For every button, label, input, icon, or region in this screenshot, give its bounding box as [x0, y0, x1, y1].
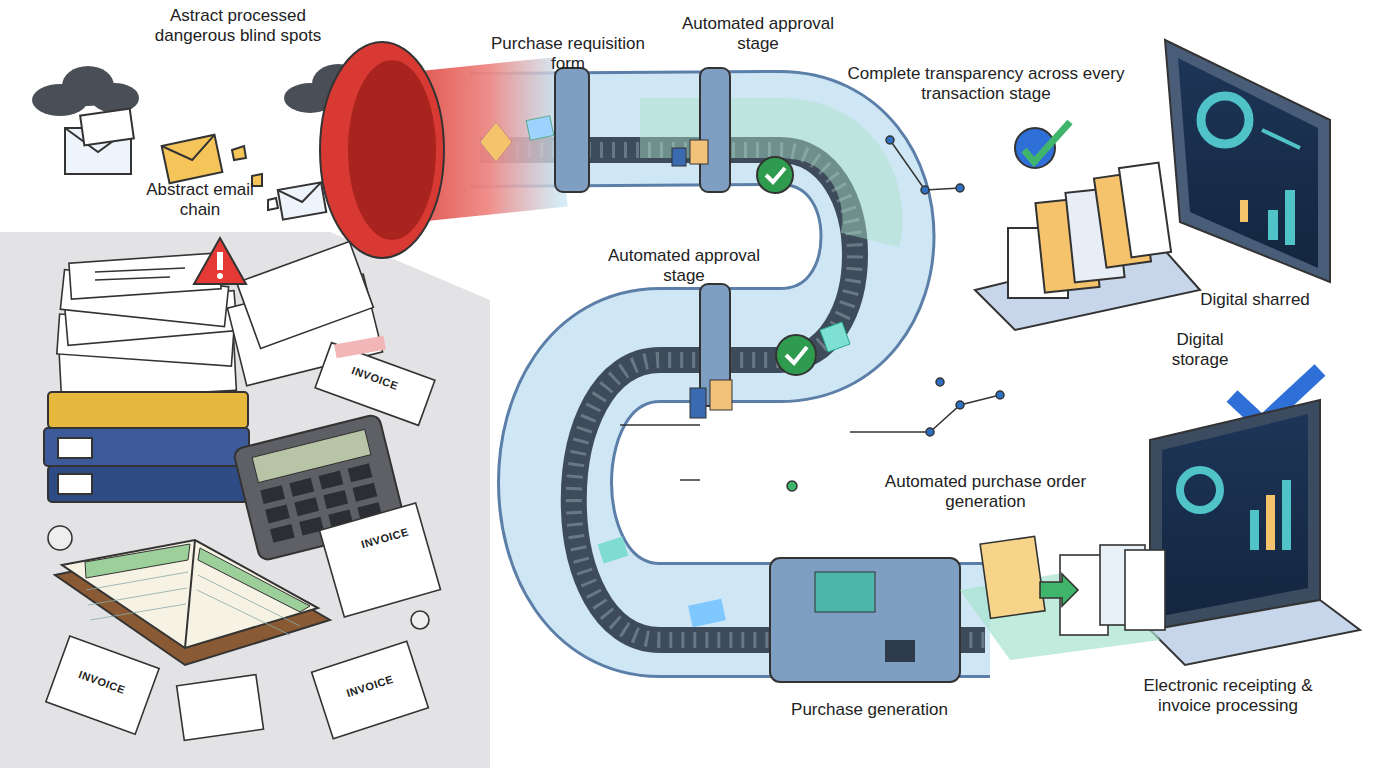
dashboard-monitor [1165, 40, 1330, 282]
email-envelopes [65, 109, 326, 220]
invoice-text: INVOICE [335, 359, 414, 398]
binders [44, 392, 249, 502]
process-tube [320, 42, 990, 682]
check-badge [1015, 122, 1070, 168]
invoice-paper [46, 503, 441, 740]
storage-label: Digital sharred [1195, 290, 1315, 310]
warning-sign [194, 238, 246, 284]
grey-ground [0, 232, 490, 768]
file-storage [975, 163, 1200, 330]
stage-label: Purchase generation [762, 700, 977, 720]
loose-papers [227, 242, 434, 426]
network-dots [620, 136, 1004, 491]
invoice-text: INVOICE [62, 663, 141, 702]
callout-label: Abstract email chain [140, 180, 260, 219]
laptop [1150, 400, 1360, 665]
callout-label: Astract processed dangerous blind spots [138, 6, 338, 45]
document-flow [960, 536, 1165, 660]
stage-label: Automated approval stage [604, 246, 764, 285]
stage-label: Purchase requisition form [488, 34, 648, 73]
stage-label: Automated purchase order generation [878, 472, 1093, 511]
invoice-text: INVOICE [345, 521, 425, 555]
stage-label: Automated approval stage [678, 14, 838, 53]
stage-label: Electronic receipting & invoice processi… [1118, 676, 1338, 715]
storage-label: Digital storage [1150, 330, 1250, 369]
invoice-text: INVOICE [330, 668, 410, 705]
heading-label: Complete transparency across every trans… [846, 64, 1126, 103]
